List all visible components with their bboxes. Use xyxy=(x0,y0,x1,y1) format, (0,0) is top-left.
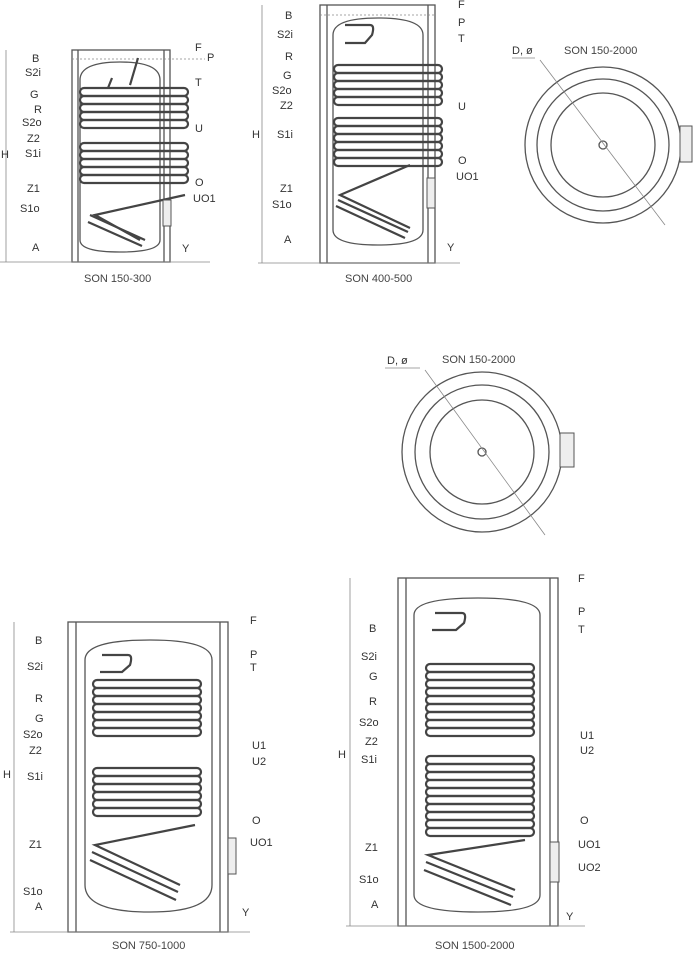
port-label: F xyxy=(250,615,257,627)
top-view-2 xyxy=(385,367,575,536)
port-label: S2o xyxy=(22,117,42,129)
port-label: S2i xyxy=(361,651,377,663)
port-label: UO1 xyxy=(250,837,273,849)
port-label: U xyxy=(195,123,203,135)
port-label: G xyxy=(283,70,292,82)
port-label: P xyxy=(458,17,466,29)
port-label: U1 xyxy=(580,730,595,742)
port-label: U1 xyxy=(252,740,267,752)
port-label: UO1 xyxy=(578,839,601,851)
port-label: S2i xyxy=(277,29,293,41)
port-label: S1i xyxy=(27,771,43,783)
port-label: Z2 xyxy=(29,745,42,757)
port-label: G xyxy=(369,671,378,683)
dimension-label-h: H xyxy=(3,769,11,781)
port-label: Y xyxy=(566,911,574,923)
port-label: B xyxy=(32,53,40,65)
port-label: B xyxy=(285,10,293,22)
dimension-label-h: H xyxy=(1,149,9,161)
port-label: B xyxy=(369,623,377,635)
port-label: S1i xyxy=(25,148,41,160)
diagram-caption: SON 150-2000 xyxy=(564,45,638,57)
port-label: F xyxy=(578,573,585,585)
port-label: S2o xyxy=(272,85,292,97)
port-label: A xyxy=(284,234,292,246)
diagram-caption: SON 150-300 xyxy=(84,273,152,285)
port-label: T xyxy=(458,33,465,45)
tank-son-400-500 xyxy=(258,4,460,264)
port-label: A xyxy=(35,901,43,913)
port-label: P xyxy=(578,606,586,618)
port-label: Z1 xyxy=(27,183,40,195)
port-label: S1o xyxy=(272,199,292,211)
port-label: S2i xyxy=(27,661,43,673)
port-label: T xyxy=(195,77,202,89)
port-label: P xyxy=(207,52,215,64)
port-label: Z2 xyxy=(27,133,40,145)
port-label: Z2 xyxy=(280,100,293,112)
port-label: A xyxy=(32,242,40,254)
tank-son-1500-2000 xyxy=(346,577,585,927)
diagram-caption: SON 150-2000 xyxy=(442,354,516,366)
port-label: P xyxy=(250,649,258,661)
port-label: U2 xyxy=(580,745,595,757)
port-label: U2 xyxy=(252,756,267,768)
port-label: Z1 xyxy=(365,842,378,854)
port-label: R xyxy=(369,696,377,708)
port-label: G xyxy=(35,713,44,725)
dimension-label-diameter: D, ø xyxy=(512,45,533,57)
port-label: Y xyxy=(242,907,250,919)
dimension-label-h: H xyxy=(338,749,346,761)
port-label: S1o xyxy=(23,886,43,898)
port-label: T xyxy=(578,624,585,636)
tank-son-750-1000 xyxy=(10,621,250,933)
port-label: O xyxy=(195,177,204,189)
port-label: O xyxy=(252,815,261,827)
port-label: G xyxy=(30,89,39,101)
port-label: O xyxy=(580,815,589,827)
dimension-label-diameter: D, ø xyxy=(387,355,408,367)
port-label: F xyxy=(458,0,465,11)
port-label: S2o xyxy=(23,729,43,741)
port-label: Z2 xyxy=(365,736,378,748)
port-label: S1o xyxy=(359,874,379,886)
port-label: Y xyxy=(447,242,455,254)
port-label: R xyxy=(34,104,42,116)
port-label: S1o xyxy=(20,203,40,215)
top-view-1 xyxy=(512,57,693,226)
port-label: S2o xyxy=(359,717,379,729)
port-label: A xyxy=(371,899,379,911)
tank-son-150-300 xyxy=(0,49,210,263)
port-label: UO1 xyxy=(193,193,216,205)
port-label: T xyxy=(250,662,257,674)
port-label: U xyxy=(458,101,466,113)
port-label: UO2 xyxy=(578,862,601,874)
port-label: S2i xyxy=(25,67,41,79)
port-label: F xyxy=(195,42,202,54)
port-label: UO1 xyxy=(456,171,479,183)
port-label: Y xyxy=(182,243,190,255)
port-label: B xyxy=(35,635,43,647)
diagram-caption: SON 400-500 xyxy=(345,273,413,285)
port-label: Z1 xyxy=(280,183,293,195)
port-label: S1i xyxy=(361,754,377,766)
diagram-caption: SON 750-1000 xyxy=(112,940,186,952)
diagram-caption: SON 1500-2000 xyxy=(435,940,515,952)
port-label: R xyxy=(285,51,293,63)
port-label: Z1 xyxy=(29,839,42,851)
port-label: O xyxy=(458,155,467,167)
port-label: S1i xyxy=(277,129,293,141)
port-label: R xyxy=(35,693,43,705)
dimension-label-h: H xyxy=(252,129,260,141)
